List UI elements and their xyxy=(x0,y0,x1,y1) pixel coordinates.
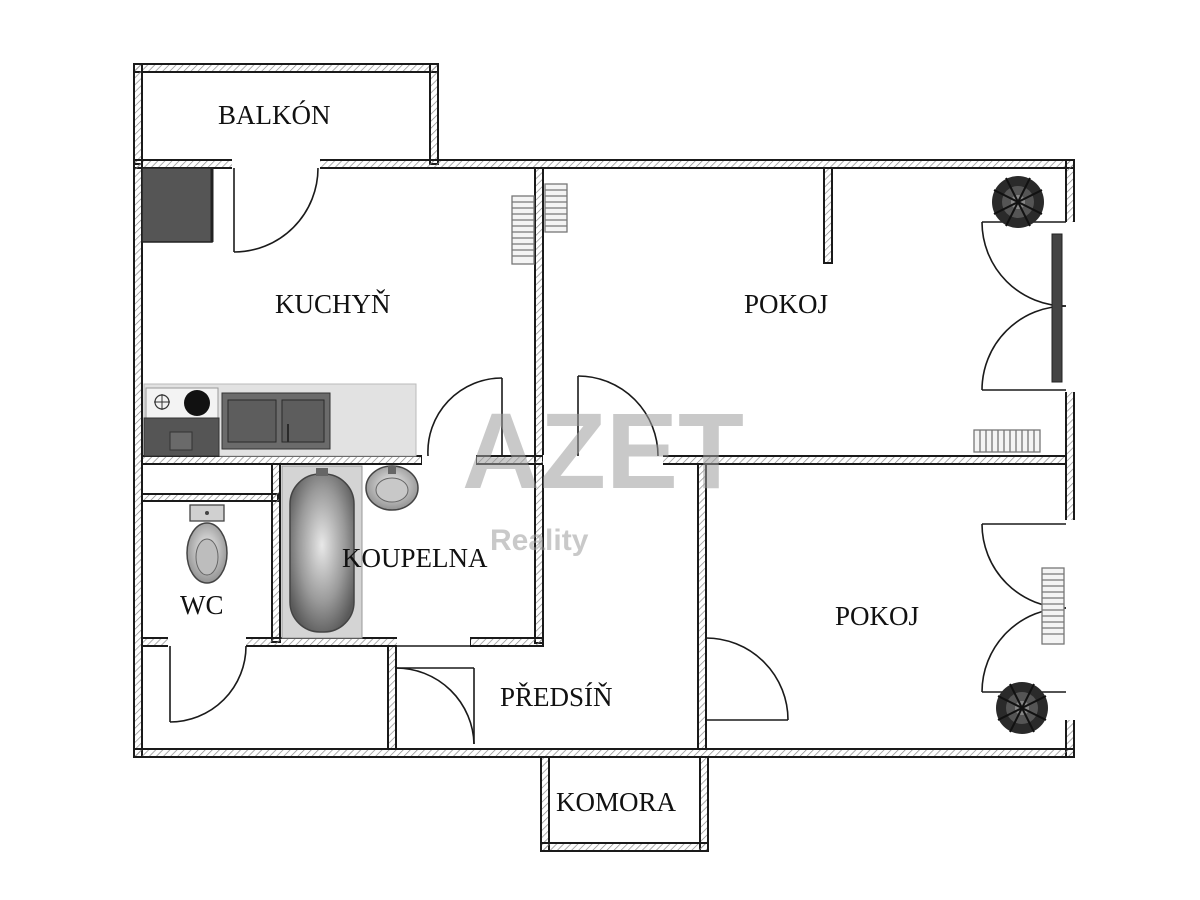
room-label-predsin: PŘEDSÍŇ xyxy=(500,682,613,712)
room-label-pokoj-top: POKOJ xyxy=(744,289,828,319)
stove-hotplate xyxy=(184,390,210,416)
door-openings xyxy=(168,159,1075,720)
room-label-komora: KOMORA xyxy=(556,787,677,817)
room-label-wc: WC xyxy=(180,590,224,620)
fridge xyxy=(141,167,213,243)
room-label-pokoj-bottom: POKOJ xyxy=(835,601,919,631)
watermark-brand: AZET xyxy=(462,390,744,511)
plant-icon xyxy=(996,682,1048,734)
room-label-kuchyn: KUCHYŇ xyxy=(275,289,391,319)
kitchen-counter xyxy=(143,383,417,457)
walls xyxy=(133,63,1075,852)
bathtub xyxy=(281,465,363,639)
watermark-sub: Reality xyxy=(490,524,589,557)
plant-icon xyxy=(992,176,1044,228)
radiators xyxy=(511,183,1065,645)
room-label-balkon: BALKÓN xyxy=(218,100,331,130)
washbasin xyxy=(365,465,419,511)
watermark: AZET Reality xyxy=(462,390,744,557)
room-label-koupelna: KOUPELNA xyxy=(342,543,488,573)
window-bar xyxy=(1051,233,1063,383)
toilet xyxy=(186,504,228,584)
